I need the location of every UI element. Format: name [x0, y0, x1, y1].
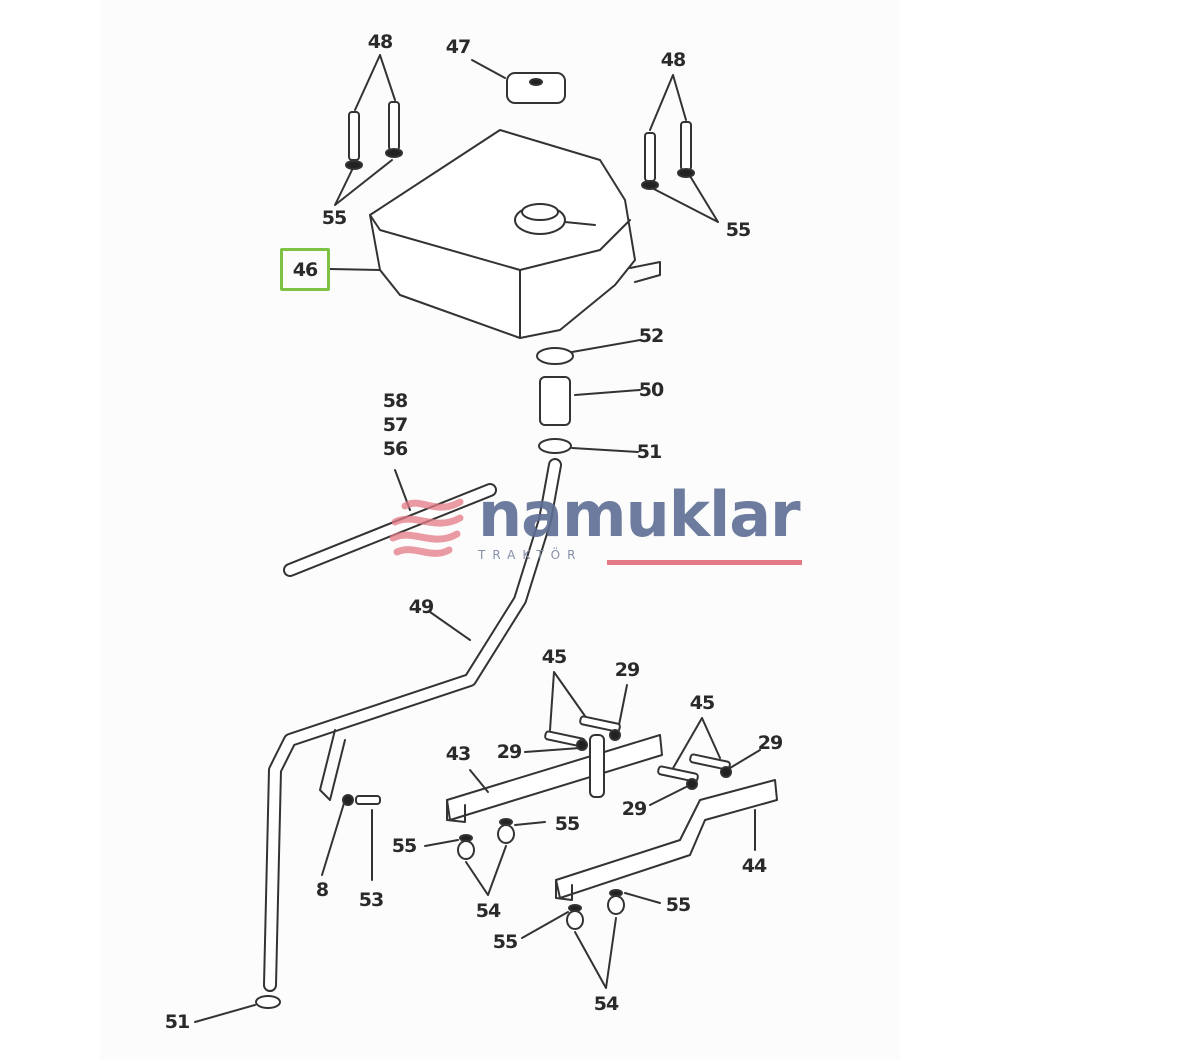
part-label-45: 45: [689, 692, 715, 714]
part-label-53: 53: [358, 889, 384, 911]
part-label-55: 55: [554, 813, 580, 835]
part-label-54: 54: [593, 993, 619, 1015]
part-label-29: 29: [757, 732, 783, 754]
part-label-51: 51: [164, 1011, 190, 1033]
watermark-brand-text: namuklar: [478, 478, 801, 551]
part-label-55: 55: [492, 931, 518, 953]
part-label-51: 51: [636, 441, 662, 463]
part-label-52: 52: [638, 325, 664, 347]
part-label-57: 57: [382, 414, 408, 436]
part-label-48: 48: [367, 31, 393, 53]
part-label-29: 29: [621, 798, 647, 820]
part-label-8: 8: [315, 879, 329, 901]
part-label-55: 55: [725, 219, 751, 241]
part-label-58: 58: [382, 390, 408, 412]
part-label-54: 54: [475, 900, 501, 922]
watermark-underline: [607, 560, 802, 565]
part-label-56: 56: [382, 438, 408, 460]
watermark-logo: namuklar TRAKTÖR: [385, 478, 815, 568]
part-label-55: 55: [665, 894, 691, 916]
part-label-55: 55: [391, 835, 417, 857]
part-label-49: 49: [408, 596, 434, 618]
flag-wave-icon: [389, 498, 464, 557]
part-label-29: 29: [496, 741, 522, 763]
watermark-sub-text: TRAKTÖR: [478, 548, 583, 562]
part-label-43: 43: [445, 743, 471, 765]
highlight-box-part-46: [280, 248, 330, 291]
part-label-29: 29: [614, 659, 640, 681]
part-label-48: 48: [660, 49, 686, 71]
part-label-47: 47: [445, 36, 471, 58]
part-label-45: 45: [541, 646, 567, 668]
part-label-44: 44: [741, 855, 767, 877]
part-label-55: 55: [321, 207, 347, 229]
part-label-50: 50: [638, 379, 664, 401]
part-label-46-highlighted[interactable]: 46: [292, 259, 318, 281]
